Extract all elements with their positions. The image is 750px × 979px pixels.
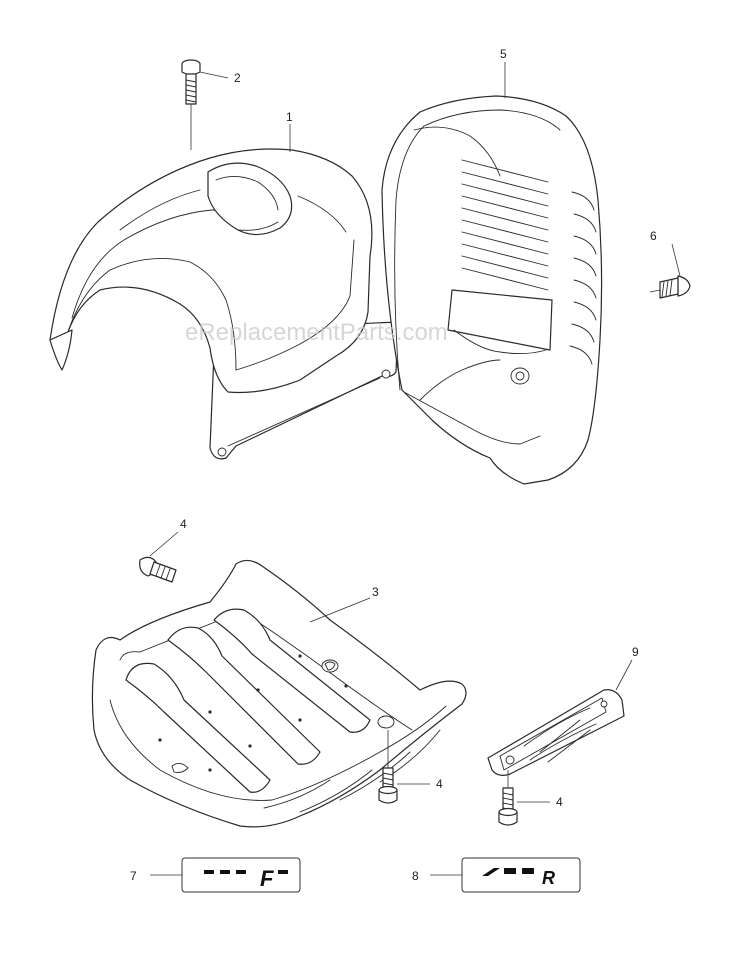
leader-2 xyxy=(199,71,229,79)
fan-housing-part-5 xyxy=(381,62,603,485)
callout-4-upper: 4 xyxy=(180,517,187,531)
guard-plate-part-3 xyxy=(91,559,467,828)
callout-3: 3 xyxy=(372,585,379,599)
cylinder-cover-part-1 xyxy=(49,124,399,460)
decal-8-text: R xyxy=(542,868,555,888)
callout-9: 9 xyxy=(632,645,639,659)
screw-part-4-center xyxy=(378,730,430,804)
bracket-part-9 xyxy=(487,659,633,776)
decal-7-text: F xyxy=(260,866,274,891)
callout-6: 6 xyxy=(650,229,657,243)
screw-part-4-lower xyxy=(498,770,550,826)
screw-part-4-upper xyxy=(139,531,179,583)
callout-7: 7 xyxy=(130,869,137,883)
callout-2: 2 xyxy=(234,71,241,85)
callout-8: 8 xyxy=(412,869,419,883)
screw-part-2 xyxy=(181,59,201,150)
decal-part-7: F xyxy=(150,857,301,893)
decal-part-8: R xyxy=(430,857,581,893)
callout-5: 5 xyxy=(500,47,507,61)
watermark: eReplacementParts.com xyxy=(185,319,448,346)
callout-4-center: 4 xyxy=(436,777,443,791)
screw-part-6 xyxy=(649,243,691,299)
callout-1: 1 xyxy=(286,110,293,124)
callout-4-lower: 4 xyxy=(556,795,563,809)
